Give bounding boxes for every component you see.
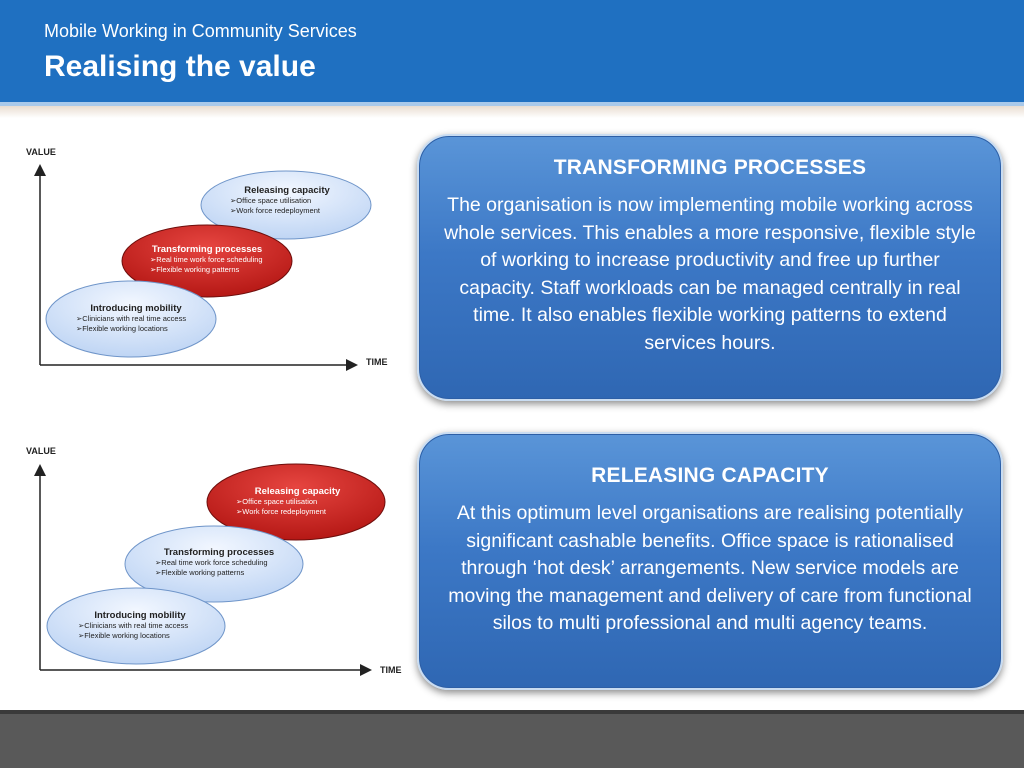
ellipse-bullets: ➢Office space utilisation ➢Work force re… — [230, 497, 365, 517]
bullet-glyph: ➢ — [76, 314, 83, 323]
bullet-glyph: ➢ — [78, 631, 85, 640]
bullet-glyph: ➢ — [150, 255, 157, 264]
ellipse-bullets: ➢Real time work force scheduling ➢Flexib… — [142, 255, 272, 275]
slide-title: Realising the value — [44, 50, 316, 83]
bullet-glyph: ➢ — [155, 558, 162, 567]
ellipse-releasing-capacity — [206, 463, 386, 541]
ellipse-bullets: ➢Real time work force scheduling ➢Flexib… — [149, 558, 289, 578]
ellipse-label-introducing-mobility: Introducing mobility ➢Clinicians with re… — [70, 610, 210, 641]
info-box-title: TRANSFORMING PROCESSES — [553, 156, 867, 179]
value-time-diagram-1: VALUE TIME Releasing capacity ➢Office sp… — [0, 140, 410, 400]
bullet-text: Office space utilisation — [236, 196, 312, 205]
info-box-title: RELEASING CAPACITY — [591, 464, 829, 487]
slide-subtitle: Mobile Working in Community Services — [44, 21, 357, 41]
ellipse-title: Transforming processes — [163, 547, 275, 558]
bullet-glyph: ➢ — [230, 206, 237, 215]
ellipse-label-transforming-processes: Transforming processes ➢Real time work f… — [149, 547, 289, 578]
ellipse-title: Releasing capacity — [244, 185, 330, 196]
ellipse-label-releasing-capacity: Releasing capacity ➢Office space utilisa… — [230, 486, 365, 517]
ellipse-title: Introducing mobility — [94, 610, 186, 621]
ellipse-title: Introducing mobility — [90, 303, 182, 314]
info-box-body: At this optimum level organisations are … — [448, 502, 972, 634]
bullet-glyph: ➢ — [76, 324, 83, 333]
bullet-glyph: ➢ — [155, 568, 162, 577]
footer-bar — [0, 710, 1024, 768]
ellipse-bullets: ➢Clinicians with real time access ➢Flexi… — [70, 621, 210, 641]
ellipse-label-releasing-capacity: Releasing capacity ➢Office space utilisa… — [222, 185, 352, 216]
ellipse-title: Transforming processes — [151, 244, 263, 255]
bullet-glyph: ➢ — [236, 507, 243, 516]
header-bar — [0, 0, 1024, 102]
ellipse-label-introducing-mobility: Introducing mobility ➢Clinicians with re… — [66, 303, 206, 334]
ellipse-transforming-processes — [121, 224, 293, 298]
bullet-text: Flexible working patterns — [156, 265, 240, 274]
bullet-text: Clinicians with real time access — [82, 314, 187, 323]
bullet-glyph: ➢ — [230, 196, 237, 205]
ellipse-transforming-processes — [124, 525, 304, 603]
ellipse-label-transforming-processes: Transforming processes ➢Real time work f… — [142, 244, 272, 275]
diagram-2-graphic — [34, 463, 386, 676]
diagram-1-graphic — [34, 164, 372, 371]
x-axis-label: TIME — [366, 357, 388, 367]
bullet-text: Office space utilisation — [242, 497, 318, 506]
value-time-diagram-2: VALUE TIME Releasing capacity ➢Office sp… — [0, 440, 410, 700]
bullet-text: Real time work force scheduling — [161, 558, 268, 567]
info-box-releasing-capacity: RELEASING CAPACITY At this optimum level… — [417, 432, 1003, 690]
info-box-body: The organisation is now implementing mob… — [444, 194, 976, 354]
header-divider — [0, 102, 1024, 106]
y-axis-label: VALUE — [26, 147, 56, 157]
ellipse-bullets: ➢Office space utilisation ➢Work force re… — [222, 196, 352, 216]
ellipse-bullets: ➢Clinicians with real time access ➢Flexi… — [66, 314, 206, 334]
bullet-text: Work force redeployment — [236, 206, 320, 215]
ellipse-introducing-mobility — [46, 587, 226, 665]
x-axis-label: TIME — [380, 665, 402, 675]
bullet-text: Work force redeployment — [242, 507, 326, 516]
bullet-glyph: ➢ — [78, 621, 85, 630]
info-box-transforming-processes: TRANSFORMING PROCESSES The organisation … — [417, 134, 1003, 401]
bullet-text: Flexible working locations — [84, 631, 170, 640]
ellipse-introducing-mobility — [45, 280, 217, 358]
ellipse-title: Releasing capacity — [254, 486, 341, 497]
bullet-text: Real time work force scheduling — [156, 255, 263, 264]
bullet-text: Clinicians with real time access — [84, 621, 189, 630]
bullet-glyph: ➢ — [236, 497, 243, 506]
y-axis-label: VALUE — [26, 446, 56, 456]
header-shadow — [0, 106, 1024, 118]
bullet-text: Flexible working patterns — [161, 568, 245, 577]
bullet-text: Flexible working locations — [82, 324, 168, 333]
footer-divider — [0, 710, 1024, 714]
bullet-glyph: ➢ — [150, 265, 157, 274]
ellipse-releasing-capacity — [200, 170, 372, 240]
